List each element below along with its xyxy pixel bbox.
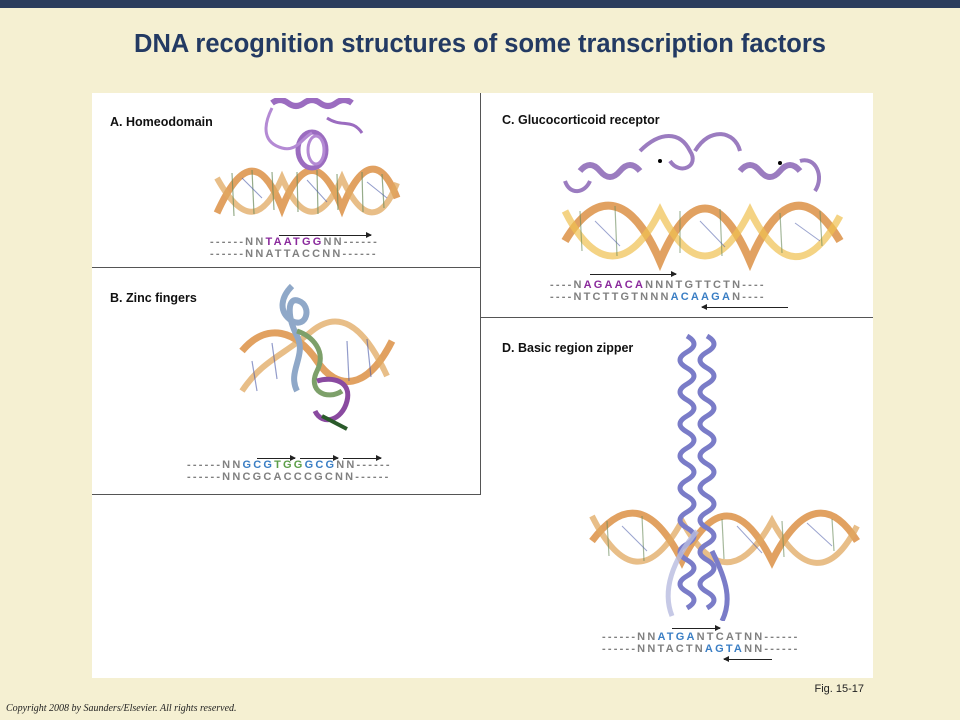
- figure-number: Fig. 15-17: [814, 683, 864, 695]
- copyright-notice: Copyright 2008 by Saunders/Elsevier. All…: [6, 703, 237, 714]
- top-bar: [0, 0, 960, 8]
- panel-b-label: B. Zinc fingers: [110, 291, 197, 305]
- panel-a-arrow: [279, 232, 372, 238]
- panel-a-seq-bottom: ------NNATTACCNN------: [210, 248, 378, 260]
- panel-d-arrow-left: [723, 656, 772, 662]
- panel-b-arrow-3: [343, 455, 382, 461]
- panel-a-label: A. Homeodomain: [110, 115, 213, 129]
- slide-title: DNA recognition structures of some trans…: [134, 30, 826, 58]
- panel-b-arrow-2: [300, 455, 339, 461]
- panel-d-arrow-right: [672, 625, 721, 631]
- panel-c-arrow-left: [701, 304, 788, 310]
- glucocorticoid-receptor-structure-image: [561, 132, 844, 272]
- panel-c-arrow-right: [590, 271, 677, 277]
- panel-d-label: D. Basic region zipper: [502, 341, 634, 355]
- panel-b-arrow-1: [257, 455, 296, 461]
- divider-c-d: [480, 317, 873, 318]
- panel-d-seq-bottom: ------NNTACTNAGTANN------: [602, 643, 800, 655]
- panel-b-seq-top: ------NNGCGTGGGCGNN------: [187, 459, 392, 471]
- panel-a-seq-top: ------NNTAATGGNN------: [210, 236, 379, 248]
- panel-b-seq-bottom: ------NNCGCACCCGCNN------: [187, 471, 391, 483]
- divider-vertical: [480, 93, 481, 495]
- panel-d-seq-top: ------NNATGANTCATNN------: [602, 631, 800, 643]
- basic-region-zipper-structure-image: [589, 333, 860, 621]
- divider-b-bottom: [92, 494, 481, 495]
- zinc-finger-structure-image: [239, 283, 396, 431]
- panel-c-seq-bottom: ----NTCTTGTNNNACAAGAN----: [550, 291, 766, 303]
- figure: A. Homeodomain ------NNTAATGGNN------ --…: [92, 93, 873, 678]
- panel-c-label: C. Glucocorticoid receptor: [502, 113, 660, 127]
- divider-a-b: [92, 267, 481, 268]
- homeodomain-structure-image: [213, 98, 401, 218]
- panel-c-seq-top: ----NAGAACANNNTGTTCTN----: [550, 279, 766, 291]
